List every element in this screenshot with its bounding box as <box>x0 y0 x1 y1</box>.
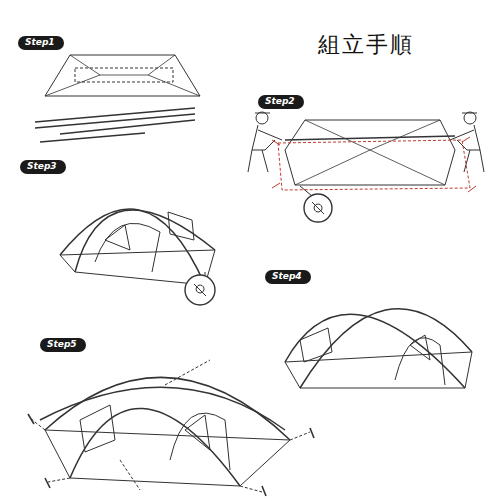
pole-tip-symbol <box>194 284 206 296</box>
tent-door <box>395 338 445 385</box>
step2-illustration <box>248 112 484 222</box>
stretch-arrows <box>272 137 476 192</box>
stake-symbols <box>28 414 314 496</box>
tent-pole <box>285 314 465 388</box>
step-label: Step4 <box>272 271 304 282</box>
door-mesh <box>185 415 210 450</box>
step5-illustration <box>28 360 314 496</box>
step-badge: Step3 <box>20 160 66 174</box>
cross-pole <box>40 387 285 430</box>
stake-symbol <box>312 202 324 214</box>
tent-window <box>80 405 115 452</box>
tent-pole <box>300 309 472 388</box>
tent-body-spread <box>285 120 455 185</box>
diagram-title: 組立手順 <box>318 30 414 60</box>
tent-base <box>285 352 472 388</box>
guy-lines <box>30 360 310 492</box>
tent-body-flat <box>45 55 200 96</box>
person-head <box>256 112 268 124</box>
door-mesh <box>105 225 130 250</box>
stretch-guide <box>278 140 470 190</box>
door-mesh <box>410 335 430 360</box>
sleeve-lines <box>295 120 445 185</box>
leader-line <box>300 186 312 196</box>
tent-window <box>300 328 332 362</box>
step-badge: Step4 <box>265 270 311 284</box>
tent-base <box>45 430 290 486</box>
tent-door <box>95 223 160 272</box>
step-label: Step5 <box>47 339 79 350</box>
step-label: Step1 <box>25 37 57 48</box>
front-pole <box>70 408 240 486</box>
tent-poles <box>35 108 195 142</box>
step-label: Step2 <box>265 96 297 107</box>
step-badge: Step2 <box>258 95 304 109</box>
tent-pole <box>285 136 455 140</box>
person-head <box>464 112 476 124</box>
detail-inset <box>304 194 332 222</box>
person-right <box>450 113 484 172</box>
tent-door <box>170 413 230 470</box>
tent-pole <box>60 209 205 285</box>
step-badge: Step5 <box>40 338 86 352</box>
step-badge: Step1 <box>18 36 64 50</box>
step1-illustration <box>35 55 200 142</box>
step4-illustration <box>285 309 472 388</box>
detail-inset <box>185 275 215 305</box>
tent-window <box>168 212 194 240</box>
sleeve-lines <box>45 55 200 96</box>
step3-illustration <box>60 209 215 305</box>
step-label: Step3 <box>27 161 59 172</box>
